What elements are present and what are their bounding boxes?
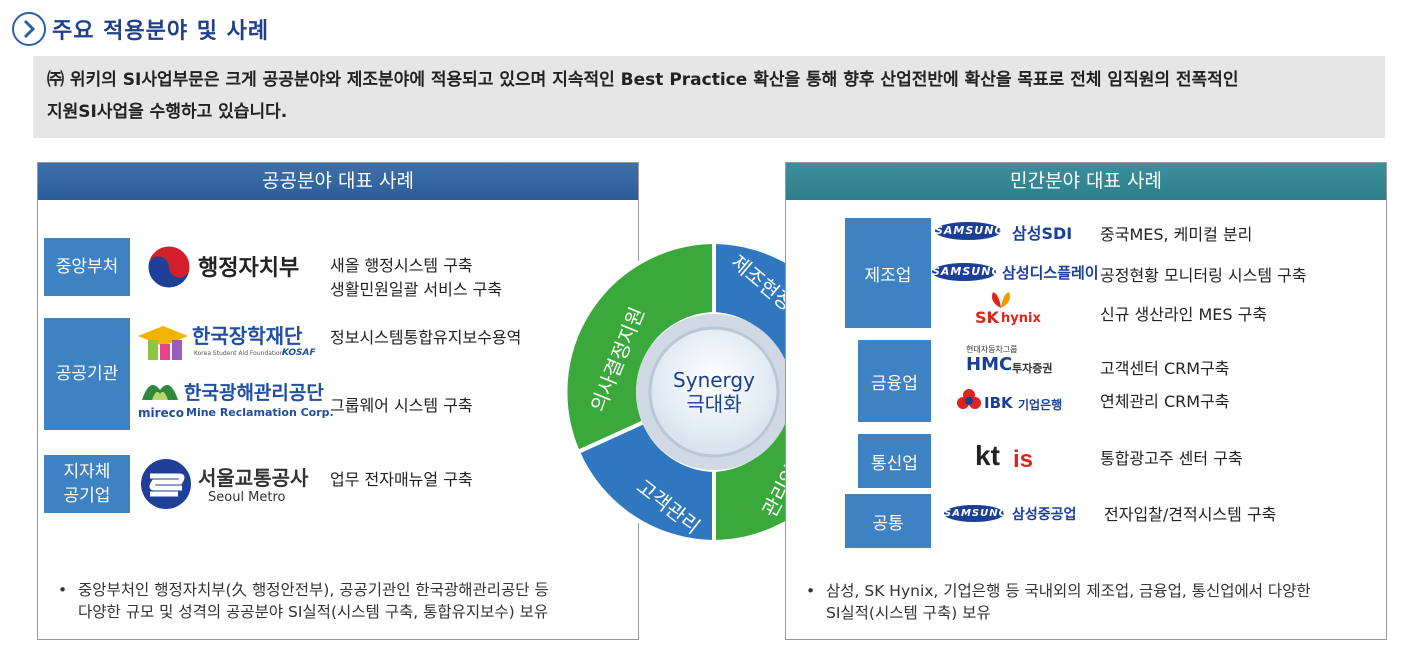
page-title: 주요 적용분야 및 사례 bbox=[52, 19, 270, 44]
mois-name: 행정자치부 bbox=[198, 256, 300, 281]
seoul-metro-icon bbox=[141, 459, 191, 509]
hynix-name: hynix bbox=[1001, 311, 1041, 326]
seoul-metro-logo: 서울교통공사 Seoul Metro bbox=[140, 456, 340, 516]
private-summary-line2: SI실적(시스템 구축) 보유 bbox=[826, 604, 991, 622]
public-summary-line1: 중앙부처인 행정자치부(久 행정안전부), 공공기관인 한국광해관리공단 등 bbox=[78, 581, 549, 599]
sdi-name: 삼성SDI bbox=[1012, 224, 1073, 243]
hmc-item: 고객센터 CRM구축 bbox=[1100, 359, 1230, 378]
mireco-logo: 한국광해관리공단 mireco Mine Reclamation Corp. bbox=[138, 376, 334, 424]
sdi-item: 중국MES, 케미컬 분리 bbox=[1100, 225, 1253, 244]
mireco-abbr: mireco bbox=[138, 406, 185, 420]
private-panel-header: 민간분야 대표 사례 bbox=[786, 163, 1386, 200]
synergy-line1: Synergy bbox=[673, 368, 755, 392]
intro-line-2: 지원SI사업을 수행하고 있습니다. bbox=[47, 102, 288, 122]
sk-name: SK bbox=[975, 308, 999, 327]
taegeuk-icon bbox=[147, 245, 191, 289]
synergy-line2: 극대화 bbox=[686, 392, 742, 416]
kt-item: 통합광고주 센터 구축 bbox=[1100, 449, 1243, 468]
ibk-flower-icon bbox=[957, 389, 981, 409]
display-name: 삼성디스플레이 bbox=[1002, 264, 1099, 282]
kosaf-logo: 한국장학재단 Korea Student Aid Foundation KOSA… bbox=[136, 320, 326, 368]
samsung-logo-heavy: SAMSUNG bbox=[944, 505, 1007, 522]
category-manufacturing: 제조업 bbox=[845, 218, 931, 328]
heavy-item: 전자입찰/견적시스템 구축 bbox=[1104, 505, 1277, 524]
bullet-dot-icon: • bbox=[806, 582, 816, 600]
mois-item-2: 생활민원일괄 서비스 구축 bbox=[330, 280, 503, 299]
sk-hynix-logo: SK hynix bbox=[975, 290, 1055, 330]
hmc-sub: 투자증권 bbox=[1012, 362, 1053, 375]
ibk-sub: 기업은행 bbox=[1018, 398, 1063, 412]
bullet-dot-icon: • bbox=[58, 581, 68, 599]
title-chevron-icon bbox=[12, 12, 46, 46]
mois-logo: 행정자치부 bbox=[146, 242, 336, 292]
mois-item-1: 새올 행정시스템 구축 bbox=[330, 256, 473, 275]
seoul-metro-en: Seoul Metro bbox=[208, 490, 286, 505]
hmc-name: HMC bbox=[966, 354, 1013, 375]
display-item: 공정현황 모니터링 시스템 구축 bbox=[1100, 266, 1307, 285]
graduation-cap-icon bbox=[138, 326, 188, 360]
ibk-item: 연체관리 CRM구축 bbox=[1100, 392, 1230, 411]
sk-butterfly-icon bbox=[992, 292, 1010, 308]
kt-is-logo: kt is bbox=[975, 440, 1045, 476]
seoul-metro-name: 서울교통공사 bbox=[198, 466, 309, 490]
kt-name: kt bbox=[975, 440, 1000, 471]
private-summary-line1: 삼성, SK Hynix, 기업은행 등 국내외의 제조업, 금융업, 통신업에… bbox=[826, 582, 1311, 600]
ibk-logo: IBK 기업은행 bbox=[956, 388, 1066, 418]
intro-box: ㈜ 위키의 SI사업부문은 크게 공공분야와 제조분야에 적용되고 있으며 지속… bbox=[33, 56, 1385, 138]
mireco-en: Mine Reclamation Corp. bbox=[186, 406, 334, 419]
category-local: 지자체 공기업 bbox=[44, 455, 130, 513]
public-panel-header: 공공분야 대표 사례 bbox=[38, 163, 638, 200]
category-central: 중앙부처 bbox=[44, 238, 130, 296]
synergy-core-text: Synergy 극대화 bbox=[654, 368, 774, 416]
category-local-line1: 지자체 bbox=[63, 462, 111, 482]
category-institution: 공공기관 bbox=[44, 318, 130, 430]
kosaf-name: 한국장학재단 bbox=[192, 324, 303, 348]
mireco-mountain-icon bbox=[142, 384, 178, 400]
seoul-metro-item: 업무 전자매뉴얼 구축 bbox=[330, 470, 473, 489]
ibk-name: IBK bbox=[984, 394, 1013, 412]
samsung-logo-display: SAMSUNG bbox=[932, 263, 1000, 281]
mireco-item: 그룹웨어 시스템 구축 bbox=[330, 396, 473, 415]
heavy-name: 삼성중공업 bbox=[1012, 507, 1077, 523]
mireco-name: 한국광해관리공단 bbox=[184, 382, 324, 404]
public-panel: 공공분야 대표 사례 bbox=[37, 162, 639, 640]
hmc-logo: 현대자동차그룹 HMC 투자증권 bbox=[966, 344, 1066, 378]
kosaf-item: 정보시스템통합유지보수용역 bbox=[330, 328, 522, 347]
kt-is-name: is bbox=[1013, 446, 1034, 473]
category-telecom: 통신업 bbox=[858, 434, 931, 488]
public-summary-line2: 다양한 규모 및 성격의 공공분야 SI실적(시스템 구축, 통합유지보수) 보… bbox=[78, 603, 549, 621]
kosaf-abbr: KOSAF bbox=[282, 348, 316, 358]
category-finance: 금융업 bbox=[858, 340, 931, 422]
kosaf-sub: Korea Student Aid Foundation bbox=[194, 350, 284, 357]
samsung-logo-sdi: SAMSUNG bbox=[935, 222, 1003, 240]
category-local-line2: 공기업 bbox=[63, 486, 111, 506]
hmc-group: 현대자동차그룹 bbox=[966, 345, 1018, 354]
category-common: 공통 bbox=[845, 494, 931, 548]
intro-line-1: ㈜ 위키의 SI사업부문은 크게 공공분야와 제조분야에 적용되고 있으며 지속… bbox=[47, 70, 1239, 90]
hynix-item: 신규 생산라인 MES 구축 bbox=[1100, 305, 1268, 324]
